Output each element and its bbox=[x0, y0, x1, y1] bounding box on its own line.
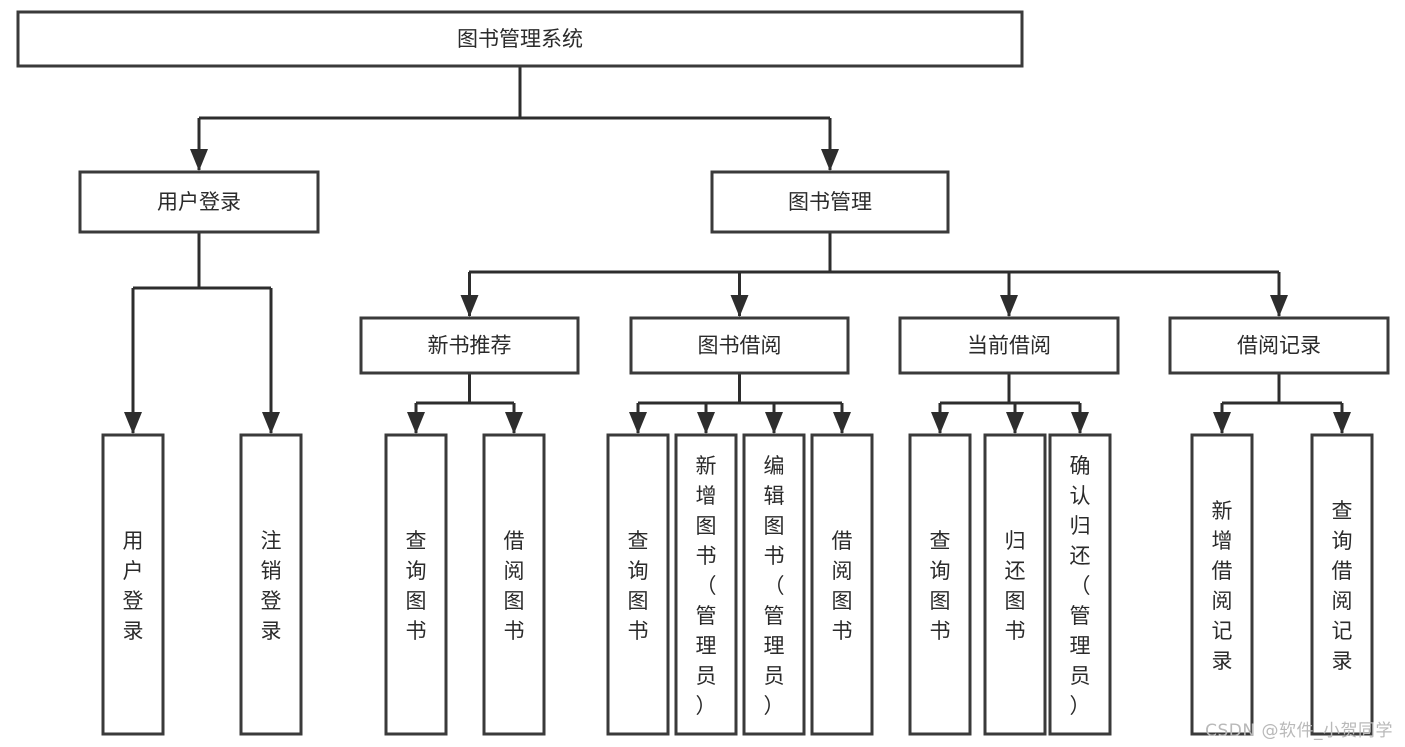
node-level2-2[interactable]: 图书管理 bbox=[710, 170, 950, 234]
arrow-head-icon bbox=[629, 412, 647, 434]
node-layer: 图书管理系统用户登录图书管理新书推荐图书借阅当前借阅借阅记录用户登录注销登录查询… bbox=[16, 10, 1390, 736]
node-box[interactable] bbox=[674, 433, 738, 736]
node-leaf-10[interactable]: 归还图书 bbox=[983, 433, 1047, 736]
arrow-head-icon bbox=[262, 412, 280, 434]
node-label: 查询借阅记录 bbox=[1332, 499, 1353, 673]
arrow-head-icon bbox=[821, 149, 839, 171]
node-label: 编辑图书（管理员） bbox=[764, 454, 785, 718]
arrow-head-icon bbox=[460, 295, 479, 317]
node-leaf-3[interactable]: 查询图书 bbox=[384, 433, 448, 736]
node-leaf-2[interactable]: 注销登录 bbox=[239, 433, 303, 736]
node-label: 借阅记录 bbox=[1237, 334, 1321, 358]
arrow-head-icon bbox=[1333, 412, 1351, 434]
node-box[interactable] bbox=[239, 433, 303, 736]
node-box[interactable] bbox=[908, 433, 972, 736]
node-leaf-7[interactable]: 编辑图书（管理员） bbox=[742, 433, 806, 736]
node-box[interactable] bbox=[742, 433, 806, 736]
arrow-head-icon bbox=[1071, 412, 1089, 434]
node-label: 图书管理系统 bbox=[457, 27, 583, 51]
arrow-head-icon bbox=[1000, 295, 1018, 317]
node-box[interactable] bbox=[1168, 316, 1390, 375]
node-label: 借阅图书 bbox=[832, 529, 853, 643]
node-label: 图书管理 bbox=[788, 190, 872, 214]
arrow-head-icon bbox=[124, 412, 142, 434]
node-box[interactable] bbox=[710, 170, 950, 234]
node-leaf-12[interactable]: 新增借阅记录 bbox=[1190, 433, 1254, 736]
node-leaf-8[interactable]: 借阅图书 bbox=[810, 433, 874, 736]
node-leaf-11[interactable]: 确认归还（管理员） bbox=[1048, 433, 1112, 736]
arrow-head-icon bbox=[190, 149, 208, 171]
node-leaf-4[interactable]: 借阅图书 bbox=[482, 433, 546, 736]
node-level3-2[interactable]: 图书借阅 bbox=[629, 316, 850, 375]
connector-layer bbox=[124, 66, 1351, 434]
node-box[interactable] bbox=[384, 433, 448, 736]
node-label: 用户登录 bbox=[123, 529, 144, 643]
node-box[interactable] bbox=[810, 433, 874, 736]
arrow-head-icon bbox=[505, 412, 523, 434]
node-label: 当前借阅 bbox=[967, 334, 1051, 358]
node-box[interactable] bbox=[606, 433, 670, 736]
node-label: 新增借阅记录 bbox=[1212, 499, 1233, 673]
node-label: 查询图书 bbox=[406, 529, 427, 643]
arrow-head-icon bbox=[730, 295, 749, 317]
arrow-head-icon bbox=[765, 412, 783, 434]
arrow-head-icon bbox=[407, 412, 425, 434]
node-box[interactable] bbox=[1190, 433, 1254, 736]
node-box[interactable] bbox=[1310, 433, 1374, 736]
node-box[interactable] bbox=[359, 316, 580, 375]
node-label: 用户登录 bbox=[157, 190, 241, 214]
node-leaf-13[interactable]: 查询借阅记录 bbox=[1310, 433, 1374, 736]
node-label: 查询图书 bbox=[930, 529, 951, 643]
arrow-head-icon bbox=[833, 412, 851, 434]
node-level3-3[interactable]: 当前借阅 bbox=[898, 316, 1120, 375]
node-label: 注销登录 bbox=[261, 529, 282, 643]
node-leaf-1[interactable]: 用户登录 bbox=[101, 433, 165, 736]
arrow-head-icon bbox=[1270, 295, 1288, 317]
node-box[interactable] bbox=[898, 316, 1120, 375]
node-box[interactable] bbox=[482, 433, 546, 736]
node-box[interactable] bbox=[78, 170, 320, 234]
node-level3-1[interactable]: 新书推荐 bbox=[359, 316, 580, 375]
node-box[interactable] bbox=[629, 316, 850, 375]
node-box[interactable] bbox=[16, 10, 1024, 68]
node-level2-1[interactable]: 用户登录 bbox=[78, 170, 320, 234]
node-box[interactable] bbox=[101, 433, 165, 736]
node-box[interactable] bbox=[1048, 433, 1112, 736]
node-label: 新增图书（管理员） bbox=[696, 454, 717, 718]
node-leaf-5[interactable]: 查询图书 bbox=[606, 433, 670, 736]
node-level3-4[interactable]: 借阅记录 bbox=[1168, 316, 1390, 375]
node-label: 查询图书 bbox=[628, 529, 649, 643]
arrow-head-icon bbox=[697, 412, 715, 434]
node-leaf-9[interactable]: 查询图书 bbox=[908, 433, 972, 736]
node-leaf-6[interactable]: 新增图书（管理员） bbox=[674, 433, 738, 736]
node-label: 图书借阅 bbox=[698, 334, 782, 358]
node-box[interactable] bbox=[983, 433, 1047, 736]
node-label: 确认归还（管理员） bbox=[1070, 454, 1091, 718]
node-root-system[interactable]: 图书管理系统 bbox=[16, 10, 1024, 68]
node-label: 借阅图书 bbox=[504, 529, 525, 643]
node-label: 新书推荐 bbox=[428, 334, 512, 358]
arrow-head-icon bbox=[1006, 412, 1024, 434]
node-label: 归还图书 bbox=[1005, 529, 1026, 643]
arrow-head-icon bbox=[1213, 412, 1231, 434]
arrow-head-icon bbox=[931, 412, 949, 434]
